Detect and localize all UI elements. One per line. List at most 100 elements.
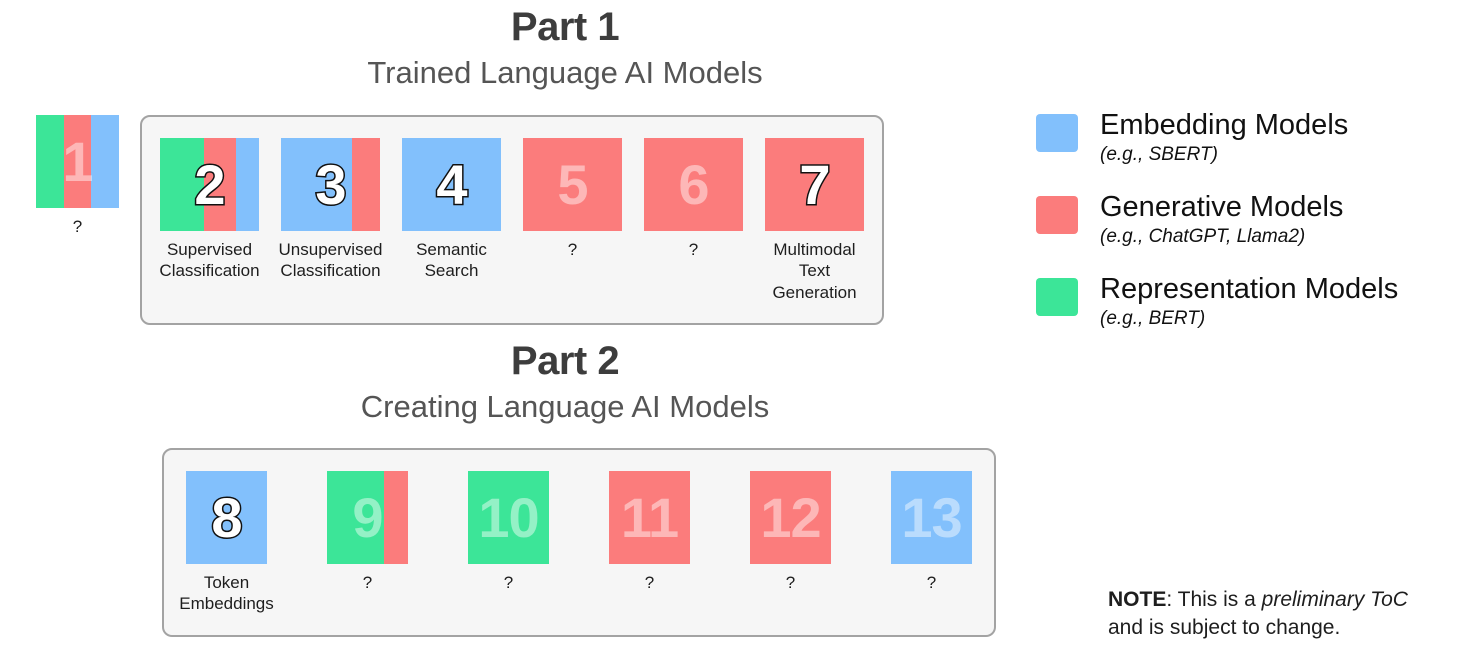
chapter-label-6: ?	[688, 240, 699, 259]
chapter-number-5: 5	[557, 152, 588, 216]
part-2-block: Part 2 Creating Language AI Models	[0, 338, 1020, 425]
chapter-number-6: 6	[678, 152, 709, 216]
chapter-number-9: 9	[352, 485, 383, 549]
legend-title-representation: Representation Models	[1100, 272, 1399, 305]
stripe-representation	[36, 115, 64, 208]
legend-title-embedding: Embedding Models	[1100, 109, 1349, 141]
legend-example-representation: (e.g., BERT)	[1100, 307, 1206, 329]
chapter-swatch-8: 8	[186, 471, 267, 564]
part-1-block: Part 1 Trained Language AI Models	[0, 4, 1020, 91]
note-bold-prefix: NOTE	[1108, 588, 1167, 611]
chapter-card-6[interactable]: 6 ?	[644, 138, 743, 260]
chapter-number-8: 8	[210, 485, 244, 549]
chapter-swatch-12: 12	[750, 471, 831, 564]
stripe-generative	[203, 138, 237, 231]
chapter-card-12[interactable]: 12 ?	[750, 471, 831, 593]
chapter-card-7[interactable]: 7 Multimodal Text Generation	[765, 138, 864, 303]
parts-column: Part 1 Trained Language AI Models 1 ? 2	[0, 4, 1020, 637]
legend-item-embedding: Embedding Models (e.g., SBERT)	[1036, 109, 1456, 166]
legend-swatch-red-icon	[1036, 195, 1078, 234]
chapter-label-5: ?	[567, 240, 578, 259]
legend-text-embedding: Embedding Models (e.g., SBERT)	[1100, 109, 1349, 166]
chapter-number-10: 10	[478, 485, 539, 549]
legend-swatch-green-icon	[1036, 277, 1078, 316]
chapter-swatch-7: 7	[765, 138, 864, 231]
chapter-swatch-3: 3	[281, 138, 380, 231]
chapter-label-1: ?	[72, 217, 83, 236]
chapter-card-8[interactable]: 8 Token Embeddings	[179, 471, 274, 615]
part-1-subtitle: Trained Language AI Models	[367, 55, 763, 90]
stripe-representation	[160, 138, 204, 231]
chapter-swatch-2: 2	[160, 138, 259, 231]
chapter-number-3: 3	[314, 152, 348, 216]
chapter-swatch-6: 6	[644, 138, 743, 231]
stripe-embedding	[186, 471, 267, 564]
chapter-label-7: Multimodal Text Generation	[772, 240, 857, 302]
legend-text-generative: Generative Models (e.g., ChatGPT, Llama2…	[1100, 190, 1344, 248]
chapter-card-10[interactable]: 10 ?	[468, 471, 549, 593]
chapter-swatch-1: 1	[36, 115, 119, 208]
chapter-card-13[interactable]: 13 ?	[891, 471, 972, 593]
stripe-embedding	[402, 138, 501, 231]
part-2-chapter-row: 8 Token Embeddings 9 ? 10 ?	[162, 448, 996, 637]
legend-example-embedding: (e.g., SBERT)	[1100, 143, 1218, 165]
chapter-number-7: 7	[798, 152, 832, 216]
chapter-card-1[interactable]: 1 ?	[36, 115, 119, 237]
chapter-label-2: Supervised Classification	[159, 240, 260, 281]
chapter-number-4: 4	[435, 152, 469, 216]
chapter-swatch-4: 4	[402, 138, 501, 231]
chapter-label-3: Unsupervised Classification	[278, 240, 383, 281]
stripe-generative	[609, 471, 690, 564]
note-text-1: : This is a	[1166, 588, 1262, 611]
chapter-number-13: 13	[901, 485, 962, 549]
part-1-title: Part 1	[510, 5, 620, 49]
part-2-subtitle: Creating Language AI Models	[360, 389, 770, 424]
chapter-card-4[interactable]: 4 Semantic Search	[402, 138, 501, 282]
stripe-generative	[523, 138, 622, 231]
part-2-container: 8 Token Embeddings 9 ? 10 ?	[162, 448, 996, 637]
chapter-label-9: ?	[362, 573, 373, 592]
stripe-generative	[750, 471, 831, 564]
stripe-generative	[383, 471, 408, 564]
stripe-embedding	[91, 115, 119, 208]
legend-swatch-blue-icon	[1036, 114, 1078, 152]
part-2-title: Part 2	[510, 339, 620, 383]
note-italic-1: preliminary ToC	[1261, 588, 1408, 611]
chapter-number-1: 1	[62, 129, 93, 193]
stripe-generative	[765, 138, 864, 231]
chapter-swatch-5: 5	[523, 138, 622, 231]
chapter-label-11: ?	[644, 573, 655, 592]
chapter-card-9[interactable]: 9 ?	[327, 471, 408, 593]
chapter-card-3[interactable]: 3 Unsupervised Classification	[278, 138, 383, 282]
chapter-label-4: Semantic Search	[416, 240, 487, 281]
stripe-generative	[352, 138, 380, 231]
part-1-chapter-row: 1 ? 2 Supervised Classification 3	[36, 115, 884, 325]
legend-item-generative: Generative Models (e.g., ChatGPT, Llama2…	[1036, 190, 1456, 248]
chapter-number-11: 11	[620, 485, 679, 549]
chapter-label-8: Token Embeddings	[179, 573, 274, 614]
chapter-label-12: ?	[785, 573, 796, 592]
note-text: NOTE: This is a preliminary ToC and is s…	[1108, 586, 1448, 643]
legend-title-generative: Generative Models	[1100, 190, 1344, 223]
chapter-card-2[interactable]: 2 Supervised Classification	[159, 138, 260, 282]
chapter-card-11[interactable]: 11 ?	[609, 471, 690, 593]
chapter-card-5[interactable]: 5 ?	[523, 138, 622, 260]
stripe-generative	[644, 138, 743, 231]
note-text-2: and is subject to change.	[1108, 616, 1341, 640]
chapter-number-12: 12	[760, 485, 821, 549]
stripe-representation	[327, 471, 384, 564]
legend-example-generative: (e.g., ChatGPT, Llama2)	[1100, 225, 1306, 247]
legend: Embedding Models (e.g., SBERT) Generativ…	[1036, 109, 1456, 356]
chapter-swatch-11: 11	[609, 471, 690, 564]
legend-text-representation: Representation Models (e.g., BERT)	[1100, 272, 1399, 330]
chapter-number-2: 2	[193, 152, 227, 216]
stripe-embedding	[891, 471, 972, 564]
chapter-swatch-10: 10	[468, 471, 549, 564]
stripe-embedding	[236, 138, 259, 231]
chapter-swatch-13: 13	[891, 471, 972, 564]
chapter-swatch-9: 9	[327, 471, 408, 564]
stripe-representation	[468, 471, 549, 564]
legend-item-representation: Representation Models (e.g., BERT)	[1036, 272, 1456, 330]
stripe-generative	[63, 115, 92, 208]
chapter-label-10: ?	[503, 573, 514, 592]
